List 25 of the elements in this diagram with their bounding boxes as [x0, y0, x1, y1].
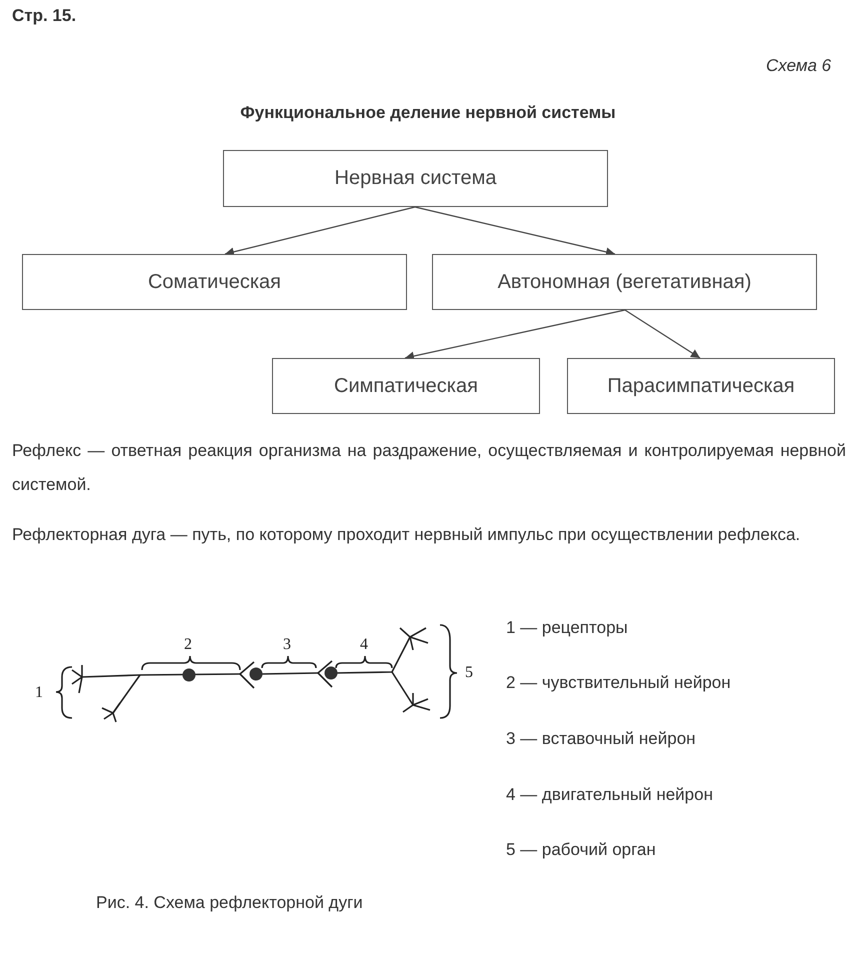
definition-text: Рефлекс — ответная реакция организма на раздражение, осуществляемая и контролируемая нервной системой.	[12, 440, 846, 496]
arrow	[624, 310, 700, 358]
arrow	[414, 206, 616, 256]
legend-text: 4 — двигательный нейрон	[506, 785, 713, 805]
definition-text: Рефлекторная дуга — путь, по которому проходит нервный импульс при осуществлении рефлекса.	[12, 524, 802, 546]
category-box: Симпатическая	[272, 358, 540, 414]
callout-number: 3	[283, 636, 291, 654]
callout-number: 5	[465, 664, 473, 682]
legend-text: 3 — вставочный нейрон	[506, 729, 696, 749]
heading: Функциональное деление нервной системы	[239, 103, 617, 123]
page-number: Стр. 15.	[12, 6, 76, 26]
category-box: Соматическая	[22, 254, 407, 310]
category-box: Парасимпатическая	[567, 358, 835, 414]
category-box: Автономная (вегетативная)	[432, 254, 817, 310]
figure-caption: Рис. 4. Схема рефлекторной дуги	[96, 893, 363, 913]
legend-text: 2 — чувствительный нейрон	[506, 673, 731, 693]
arrow	[404, 309, 626, 360]
legend-text: 5 — рабочий орган	[506, 840, 656, 860]
scheme-number: Схема 6	[766, 56, 832, 76]
legend-text: 1 — рецепторы	[506, 618, 628, 638]
callout-number: 1	[35, 684, 43, 702]
callout-number: 2	[184, 636, 192, 654]
arrow	[224, 206, 416, 256]
callout-number: 4	[360, 636, 368, 654]
category-box: Нервная система	[223, 150, 608, 207]
